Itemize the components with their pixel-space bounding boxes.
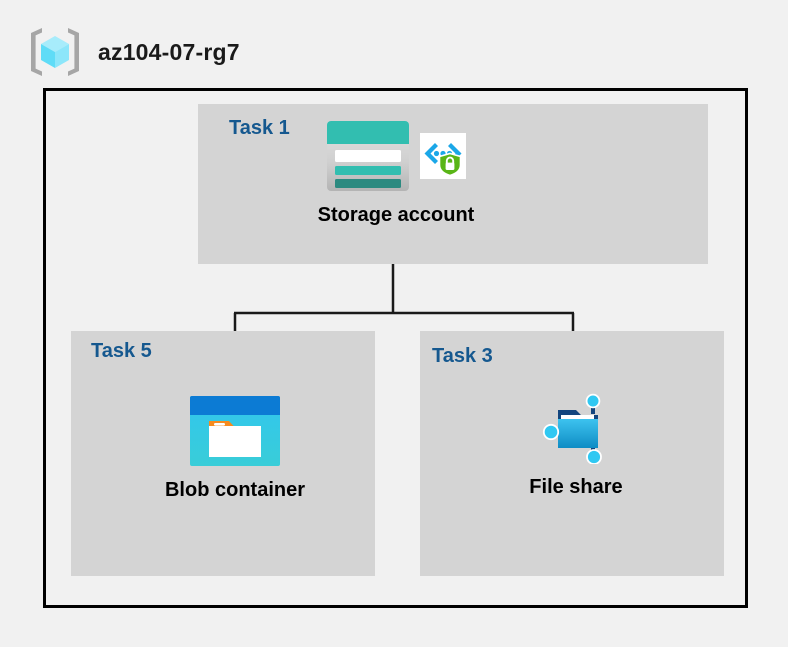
node-blob-container[interactable]: Blob container — [120, 395, 350, 502]
resource-group-icon — [28, 26, 82, 78]
resource-group-name: az104-07-rg7 — [98, 38, 240, 65]
blob-container-icon — [189, 395, 281, 467]
task-label-task1: Task 1 — [229, 117, 290, 139]
storage-account-icon — [326, 120, 410, 192]
secure-endpoint-icon — [410, 133, 466, 179]
blob-container-icon-group — [189, 395, 281, 467]
node-storage-account[interactable]: Storage account — [265, 120, 527, 227]
task-panel-task1[interactable]: Task 1 — [198, 104, 708, 264]
task-label-task3: Task 3 — [432, 345, 493, 367]
task-label-task5: Task 5 — [91, 340, 152, 362]
node-caption-file-share: File share — [529, 476, 623, 498]
file-share-icon — [536, 388, 616, 464]
task-panel-task3[interactable]: Task 3 — [420, 331, 724, 576]
resource-group-header: az104-07-rg7 — [28, 25, 328, 79]
storage-account-icon-group — [326, 120, 466, 192]
node-caption-blob-container: Blob container — [164, 479, 305, 501]
resource-group-boundary — [43, 88, 748, 608]
node-file-share[interactable]: File share — [465, 388, 687, 499]
file-share-icon-group — [536, 388, 616, 464]
node-caption-storage-account: Storage account — [317, 204, 475, 226]
